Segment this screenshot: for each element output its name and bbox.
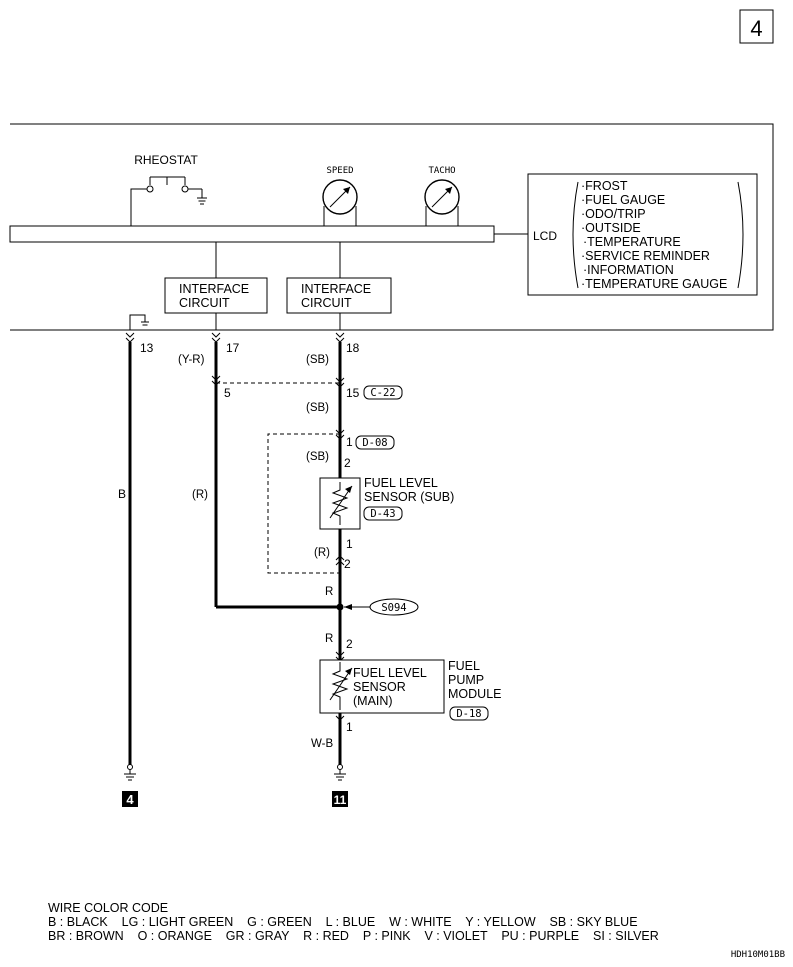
lcd-bracket-left [572,181,579,289]
pin-15: 15 [346,386,360,400]
sensor-main-line2: SENSOR [353,680,406,694]
pin-1-d08: 1 [346,435,353,449]
meter-outline [10,123,774,331]
page-number-box [739,9,774,44]
pin-2-d08-lower: 2 [344,557,351,571]
splice-s094-tag [369,598,419,616]
wire-w-b-label: W-B [311,738,333,750]
wire-sb-label-2: (SB) [306,402,329,414]
internal-bus [9,225,495,243]
wire-r-label-3: R [325,586,333,598]
lcd-item: ·ODO/TRIP [581,207,646,221]
lcd-function-list: ·FROST ·FUEL GAUGE ·ODO/TRIP ·OUTSIDE ·T… [581,179,727,291]
rheostat-label: RHEOSTAT [134,153,198,167]
ground-4-box [122,791,138,807]
interface-1-line1: INTERFACE [179,282,249,296]
variable-resistor-sub-icon [329,482,353,525]
connector-d08: D-08 [362,437,387,449]
interface-2-line1: INTERFACE [301,282,371,296]
ground-11-box [332,791,348,807]
pump-module-line3: MODULE [448,687,501,701]
sensor-main-line3: (MAIN) [353,694,393,708]
connector-d08-lower-marks [335,555,345,566]
ground-symbol-11 [334,764,346,781]
wire-r-label-2: (R) [314,547,330,559]
connector-c22-marks [335,377,345,388]
rheostat-switch [130,176,207,226]
tacho-gauge [424,179,460,226]
pin-2-d18: 2 [346,637,353,651]
wire-b-label: B [118,487,126,501]
speed-label: SPEED [326,166,353,176]
speed-gauge [322,179,358,226]
lcd-item: ·FUEL GAUGE [581,193,665,207]
pump-module-line2: PUMP [448,673,484,687]
tacho-label: TACHO [428,166,455,176]
page-number: 4 [750,16,762,41]
lcd-item: ·FROST [581,179,628,193]
splice-point [336,603,344,611]
pin-13: 13 [140,341,154,355]
lcd-item: ·OUTSIDE [581,221,641,235]
splice-arrow [344,604,352,610]
figure-code: HDH10M01BB [731,950,785,960]
connector-d08-tag [355,435,395,450]
interface-2-line2: CIRCUIT [301,296,352,310]
legend-row-2: BR : BROWN O : ORANGE GR : GRAY R : RED … [48,929,659,943]
lcd-item: ·TEMPERATURE [583,235,681,249]
variable-resistor-main-icon [329,662,353,710]
sensor-sub-line1: FUEL LEVEL [364,476,438,490]
connector-d43: D-43 [370,508,395,520]
wire-sb-label-1: (SB) [306,354,329,366]
pin-5: 5 [224,386,231,400]
pin-1-d43-bottom: 1 [346,537,353,551]
interface-1-line2: CIRCUIT [179,296,230,310]
lcd-item: ·TEMPERATURE GAUGE [581,277,727,291]
ground-4-label: 4 [126,792,134,807]
lcd-label: LCD [533,229,557,243]
connector-d18-tag [449,706,489,721]
connector-d08-marks [335,429,345,440]
legend-row-1: B : BLACK LG : LIGHT GREEN G : GREEN L :… [48,915,638,929]
connector-d18-lower-marks [335,715,345,721]
wire-r-label-4: R [325,633,333,645]
pin-17: 17 [226,341,240,355]
connector-c22: C-22 [370,387,395,399]
interface-circuit-2 [286,277,392,314]
sensor-main-line1: FUEL LEVEL [353,666,427,680]
lcd-item: ·INFORMATION [583,263,674,277]
connector-d08-outline [267,433,340,574]
lcd-box [527,173,758,296]
sensor-sub-line2: SENSOR (SUB) [364,490,454,504]
pump-module-line1: FUEL [448,659,480,673]
wire-y-r-label: (Y-R) [178,354,205,366]
internal-ground [129,314,149,330]
interface-circuit-1 [164,277,268,314]
pin-2-d43-top: 2 [344,456,351,470]
connector-c22-tag [363,385,403,400]
connector-d43-tag [363,506,403,521]
connector-c22-marks-left [211,375,221,386]
ground-11-label: 11 [334,793,347,807]
wire-r-label-1: (R) [192,489,208,501]
wire-sb-label-3: (SB) [306,451,329,463]
pin-18: 18 [346,341,360,355]
legend-title: WIRE COLOR CODE [48,901,168,915]
lcd-bracket-right [737,181,744,289]
splice-s094: S094 [381,602,406,614]
ground-symbol-4 [124,764,136,781]
lcd-item: ·SERVICE REMINDER [581,249,710,263]
pin-1-d18: 1 [346,720,353,734]
connector-d18: D-18 [456,708,481,720]
